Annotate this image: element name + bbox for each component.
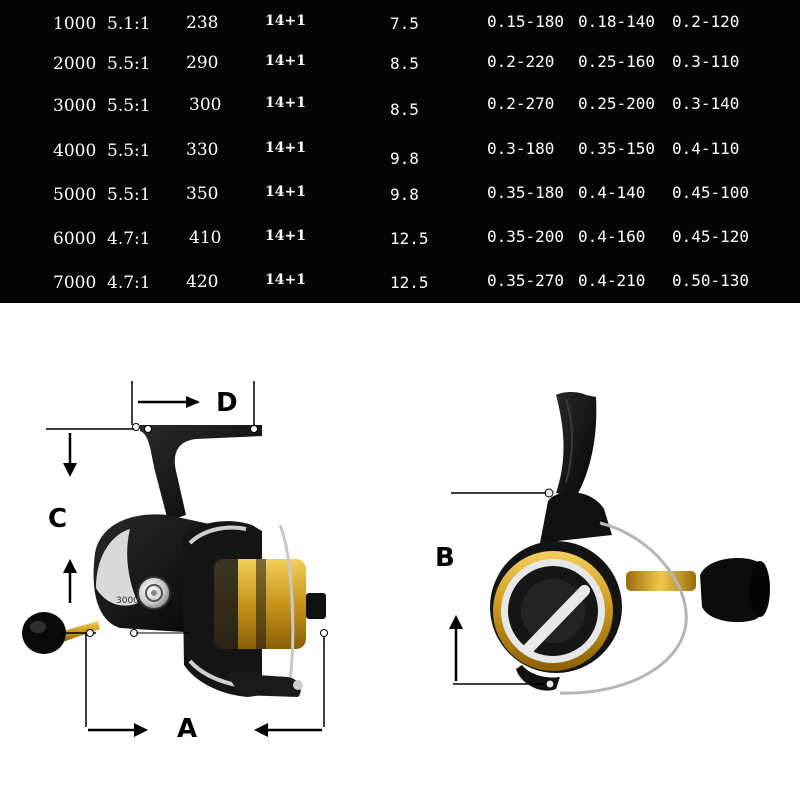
cell-line-capacity-2: 0.4-210 <box>578 271 646 290</box>
cell-line-capacity-2: 0.18-140 <box>578 12 656 31</box>
cell-max-drag: 12.5 <box>390 229 429 248</box>
cell-bearings: 14+1 <box>265 184 306 200</box>
table-row: 2000 5.5:1 290 14+1 8.5 0.2-220 0.25-160 0.3-11… <box>0 52 800 94</box>
table-row: 6000 4.7:1 410 14+1 12.5 0.35-200 0.4-160 0.45-… <box>0 227 800 269</box>
cell-line-capacity-3: 0.3-110 <box>672 52 740 71</box>
cell-max-drag: 9.8 <box>390 149 419 168</box>
dimension-label-a: A <box>177 714 198 744</box>
table-row: 3000 5.5:1 300 14+1 8.5 0.2-270 0.25-200 0.3-14… <box>0 94 800 136</box>
cell-bearings: 14+1 <box>265 228 306 244</box>
cell-gear-ratio: 4.7:1 <box>107 229 151 249</box>
cell-line-capacity-2: 0.35-150 <box>578 139 656 158</box>
reel-body-front <box>540 492 612 543</box>
table-row: 7000 4.7:1 420 14+1 12.5 0.35-270 0.4-210 0.50-… <box>0 271 800 313</box>
cell-model: 1000 <box>53 14 97 34</box>
dimension-label-b: B <box>435 543 455 573</box>
bail-wire-front <box>559 521 688 695</box>
cell-line-capacity-1: 0.2-220 <box>487 52 555 71</box>
cell-max-drag: 12.5 <box>390 273 429 292</box>
left-dimension-lines <box>46 381 328 737</box>
cell-line-capacity-2: 0.25-160 <box>578 52 656 71</box>
cell-weight: 330 <box>186 140 219 160</box>
diagram-svg: 3000 <box>22 381 770 737</box>
cell-gear-ratio: 4.7:1 <box>107 273 151 293</box>
cell-weight: 350 <box>186 184 219 204</box>
cell-bearings: 14+1 <box>265 95 306 111</box>
cell-bearings: 14+1 <box>265 272 306 288</box>
reel-body-chrome-panel <box>96 529 138 606</box>
cell-line-capacity-1: 0.35-200 <box>487 227 565 246</box>
cell-model: 7000 <box>53 273 97 293</box>
drag-knob-wing <box>521 584 591 656</box>
cell-bearings: 14+1 <box>265 13 306 29</box>
cell-max-drag: 7.5 <box>390 14 419 33</box>
handle-grip <box>700 557 768 623</box>
cell-line-capacity-3: 0.4-110 <box>672 139 740 158</box>
cell-gear-ratio: 5.1:1 <box>107 14 151 34</box>
cell-model: 4000 <box>53 141 97 161</box>
cell-weight: 410 <box>189 228 222 248</box>
cell-line-capacity-3: 0.50-130 <box>672 271 750 290</box>
cell-weight: 300 <box>189 95 222 115</box>
bail-wire <box>278 524 295 682</box>
cell-bearings: 14+1 <box>265 53 306 69</box>
cell-line-capacity-2: 0.4-140 <box>578 183 646 202</box>
cell-gear-ratio: 5.5:1 <box>107 185 151 205</box>
cell-max-drag: 8.5 <box>390 54 419 73</box>
reel-foot <box>140 425 262 521</box>
cell-model: 3000 <box>53 96 97 116</box>
cell-gear-ratio: 5.5:1 <box>107 54 151 74</box>
cell-gear-ratio: 5.5:1 <box>107 96 151 116</box>
cell-model: 2000 <box>53 54 97 74</box>
cell-max-drag: 9.8 <box>390 185 419 204</box>
cell-line-capacity-3: 0.2-120 <box>672 12 740 31</box>
cell-bearings: 14+1 <box>265 140 306 156</box>
cell-line-capacity-3: 0.45-100 <box>672 183 750 202</box>
cell-gear-ratio: 5.5:1 <box>107 141 151 161</box>
cell-line-capacity-2: 0.4-160 <box>578 227 646 246</box>
reel-side-view: 3000 <box>22 425 326 697</box>
cell-line-capacity-1: 0.2-270 <box>487 94 555 113</box>
cell-model: 5000 <box>53 185 97 205</box>
cell-line-capacity-1: 0.15-180 <box>487 12 565 31</box>
cell-line-capacity-3: 0.3-140 <box>672 94 740 113</box>
cell-line-capacity-2: 0.25-200 <box>578 94 656 113</box>
cell-max-drag: 8.5 <box>390 100 419 119</box>
cell-weight: 238 <box>186 13 219 33</box>
cell-line-capacity-1: 0.3-180 <box>487 139 555 158</box>
crank-arm <box>56 621 100 643</box>
cell-model: 6000 <box>53 229 97 249</box>
table-row: 1000 5.1:1 238 14+1 7.5 0.15-180 0.18-140 0.2-1… <box>0 12 800 54</box>
right-dimension-lines <box>449 492 546 685</box>
cell-line-capacity-3: 0.45-120 <box>672 227 750 246</box>
drag-knob <box>306 593 326 619</box>
spec-table: 1000 5.1:1 238 14+1 7.5 0.15-180 0.18-140 0.2-1… <box>0 0 800 303</box>
crank-handle-knob <box>22 612 66 654</box>
cell-line-capacity-1: 0.35-270 <box>487 271 565 290</box>
reel-foot-front <box>556 392 597 497</box>
table-row: 5000 5.5:1 350 14+1 9.8 0.35-180 0.4-140 0.45-1… <box>0 183 800 225</box>
bail-arm <box>226 673 301 697</box>
cell-weight: 420 <box>186 272 219 292</box>
cell-line-capacity-1: 0.35-180 <box>487 183 565 202</box>
handle-shaft <box>626 571 696 591</box>
reel-front-view <box>490 392 770 695</box>
cell-weight: 290 <box>186 53 219 73</box>
dimension-label-c: C <box>48 504 68 534</box>
spool-model-text: 3000 <box>116 596 139 606</box>
dimension-label-d: D <box>216 388 238 418</box>
table-row: 4000 5.5:1 330 14+1 9.8 0.3-180 0.35-150 0.4-11… <box>0 139 800 181</box>
dimension-diagram: 3000 <box>0 303 800 800</box>
